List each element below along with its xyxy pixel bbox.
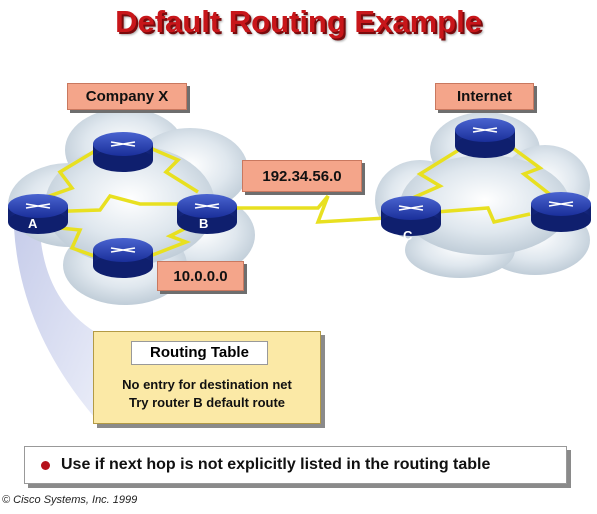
link-i1-i2 [508, 144, 554, 198]
routing-table-box: Routing Table No entry for destination n… [93, 331, 321, 424]
link-a-top [37, 146, 101, 202]
link-b-c [232, 194, 387, 224]
router-bottom[interactable] [93, 238, 153, 278]
note-text: Use if next hop is not explicitly listed… [61, 456, 491, 473]
router-c[interactable] [381, 196, 441, 236]
link-top-b [149, 146, 199, 194]
link-c-i2 [435, 206, 531, 225]
internet-label: Internet [435, 83, 534, 110]
router-c-label: C [403, 228, 413, 243]
router-a-label: A [28, 216, 38, 231]
router-b[interactable] [177, 194, 237, 234]
router-internet-top[interactable] [455, 118, 515, 158]
note-bar: Use if next hop is not explicitly listed… [24, 446, 567, 484]
page-title: Default Routing Example [115, 4, 482, 39]
routing-table-title: Routing Table [131, 341, 268, 365]
router-top[interactable] [93, 132, 153, 172]
callout-sweep [14, 228, 95, 418]
network-label-10: 10.0.0.0 [157, 261, 244, 291]
router-a[interactable] [8, 194, 68, 234]
routing-table-line-1: No entry for destination net [122, 377, 292, 392]
copyright-footer: © Cisco Systems, Inc. 1999 [2, 494, 138, 506]
routing-table-line-2: Try router B default route [128, 395, 286, 410]
bullet-icon [41, 461, 50, 470]
link-c-i1 [407, 146, 463, 202]
router-b-label: B [199, 216, 208, 231]
link-a-b [39, 193, 178, 214]
router-internet-right[interactable] [531, 192, 591, 232]
company-x-label: Company X [67, 83, 187, 110]
network-label-192: 192.34.56.0 [242, 160, 362, 192]
